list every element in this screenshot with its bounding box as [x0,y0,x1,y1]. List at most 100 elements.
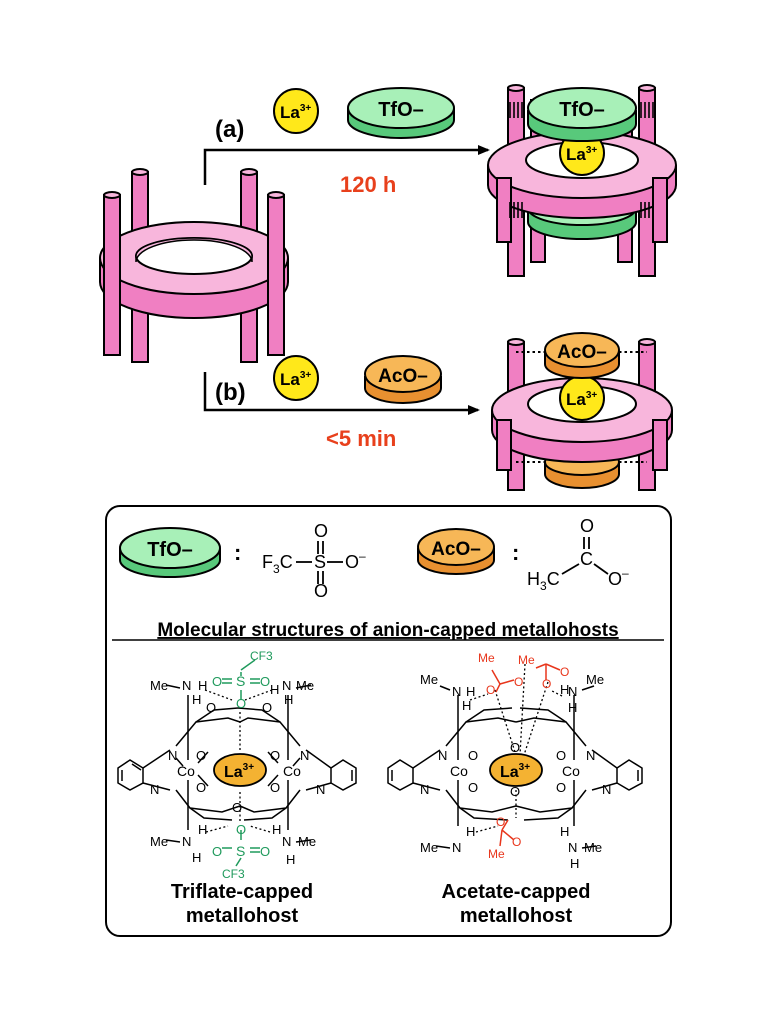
ac-n-br: N [568,840,577,855]
right-caption-line2: metallohost [460,905,573,927]
tf-n-tl: N [182,678,191,693]
tf-me-br: Me [298,834,316,849]
ac-h-br1: H [560,824,569,839]
tf-o-l2: O [196,780,206,795]
ac-me-bl: Me [420,840,438,855]
ac-h-tl1: H [466,684,475,699]
tf-h-bl1: H [198,822,207,837]
ac-o-r2: O [556,780,566,795]
route-b-time: <5 min [326,426,396,451]
tf-la-charge: 3+ [243,762,255,773]
triflate-o-bottom: O [314,581,328,601]
svg-text:La3+: La3+ [224,762,254,781]
tf-la-symbol: La [224,764,243,781]
legend-box [105,505,672,937]
tf-n-r1: N [300,748,309,763]
tf-h-tr1: H [270,682,279,697]
legend-tfo-colon: : [234,540,241,565]
tf-me-tl: Me [150,678,168,693]
aco-disk-b-label: AcO– [378,366,428,387]
ac-co-right: Co [562,763,580,779]
route-b-label: (b) [215,379,246,406]
tf-o-ur: O [262,700,272,715]
tf-co-right: Co [283,763,301,779]
right-caption-line1: Acetate-capped [442,881,591,903]
triflate-metallohost-structure: S O O O CF3 O S O O CF3 Me N H H H N Me … [117,649,357,881]
legend-tfo-label: TfO– [147,539,193,561]
legend-aco-label: AcO– [431,539,481,560]
ac-n-l2: N [420,782,429,797]
triflate-o-top: O [314,521,328,541]
triflate-capped-product: La3+ TfO– [487,84,677,277]
ac-o-l1: O [468,748,478,763]
la-ion-a-symbol: La [280,103,300,122]
product-b-la-symbol: La [566,390,586,409]
la-ion-b-charge: 3+ [300,370,312,381]
ac-bot-o2: O [512,835,521,849]
legend-tfo-disk: TfO– [119,527,221,578]
svg-text:La3+: La3+ [500,762,530,781]
product-a-la-charge: 3+ [586,145,598,156]
tf-bot-o-left: O [212,844,222,859]
arrow-route-b [203,372,480,415]
triflate-s: S [314,552,326,572]
svg-text:C: C [580,549,593,569]
svg-text:La3+: La3+ [280,370,311,389]
ac-bot-o1: O [496,815,505,829]
ac-h-tr1: H [560,682,569,697]
product-b-aco-label: AcO– [557,342,607,363]
svg-text:La3+: La3+ [566,390,597,409]
tfo-disk-a: TfO– [347,87,455,139]
tfo-disk-a-label: TfO– [378,99,424,121]
ac-o-l2: O [468,780,478,795]
product-a-la-symbol: La [566,145,586,164]
tf-bot-cf3: CF3 [222,867,245,881]
tf-n-tr: N [282,678,291,693]
ac-top1-o1: O [486,683,495,697]
ac-n-bl: N [452,840,461,855]
ac-top2-o1: O [542,677,551,691]
tf-n-bl: N [182,834,191,849]
tf-bot-s: S [236,843,245,859]
ac-top1-o2: O [514,675,523,689]
tf-n-br: N [282,834,291,849]
tf-n-l2: N [150,782,159,797]
legend-aco-disk: AcO– [417,528,495,575]
svg-text:La3+: La3+ [566,145,597,164]
acetate-metallohost-structure: Me O O Me O O O O Me Me N H H H N Me H N… [387,651,643,871]
tf-n-l1: N [168,748,177,763]
ac-la-charge: 3+ [519,762,531,773]
tf-top-o-left: O [212,674,222,689]
tf-me-tr: Me [296,678,314,693]
tf-o-r2: O [270,780,280,795]
ac-bot-me: Me [488,847,505,861]
tf-me-bl: Me [150,834,168,849]
ac-top1-me: Me [478,651,495,665]
acetate-capped-product: La3+ AcO– [491,332,673,491]
tf-top-s: S [236,673,245,689]
ac-n-r1: N [586,748,595,763]
ac-o-r1: O [556,748,566,763]
free-macrocycle [99,168,289,363]
tf-h-tl1: H [198,678,207,693]
left-caption-line1: Triflate-capped [171,881,313,903]
acetate-o-top: O [580,516,594,536]
ac-co-left: Co [450,763,468,779]
tf-o-ul: O [206,700,216,715]
legend-heading: Molecular structures of anion-capped met… [157,620,618,641]
ac-n-r2: N [602,782,611,797]
product-b-la-charge: 3+ [586,390,598,401]
tf-o-l1: O [196,748,206,763]
tf-top-cf3: CF3 [250,649,273,663]
tf-o-lower: O [232,800,242,815]
tf-top-o-bottom: O [236,696,246,711]
tf-bot-o-right: O [260,844,270,859]
tf-o-r1: O [270,748,280,763]
ac-la-symbol: La [500,764,519,781]
tf-h-tr2: H [284,692,293,707]
ac-h-br2: H [570,856,579,871]
left-caption-line2: metallohost [186,905,299,927]
la-ion-b: La3+ [273,355,319,401]
tf-bot-o-top: O [236,822,246,837]
